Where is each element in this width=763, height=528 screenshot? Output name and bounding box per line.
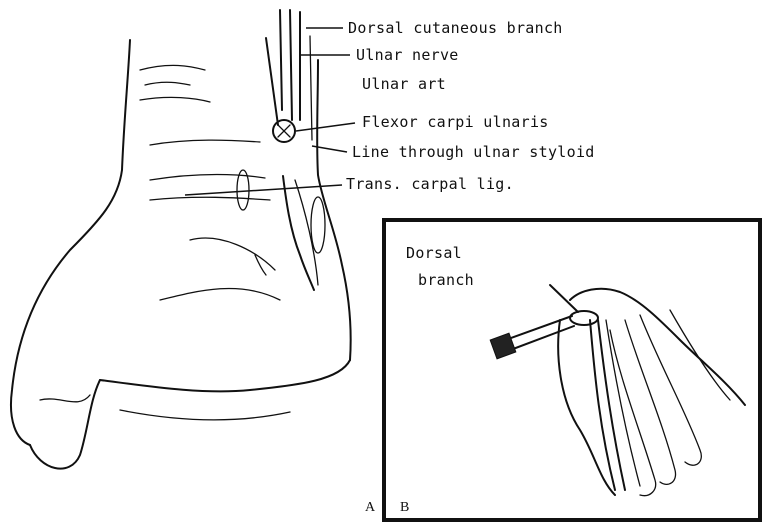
inset-label-dorsal: Dorsal [406,244,462,262]
panel-letter-b: B [400,500,409,516]
panel-a-illustration [11,10,355,469]
label-dorsal-cutaneous-branch: Dorsal cutaneous branch [348,19,563,37]
label-ulnar-nerve: Ulnar nerve [356,46,459,64]
panel-letter-a: A [365,500,375,516]
label-trans-carpal-lig: Trans. carpal lig. [346,175,514,193]
inset-label-branch: branch [418,271,474,289]
label-flexor-carpi-ulnaris: Flexor carpi ulnaris [362,113,549,131]
label-ulnar-art: Ulnar art [362,75,446,93]
inset-frame [384,220,760,520]
label-line-through-ulnar-styloid: Line through ulnar styloid [352,143,595,161]
